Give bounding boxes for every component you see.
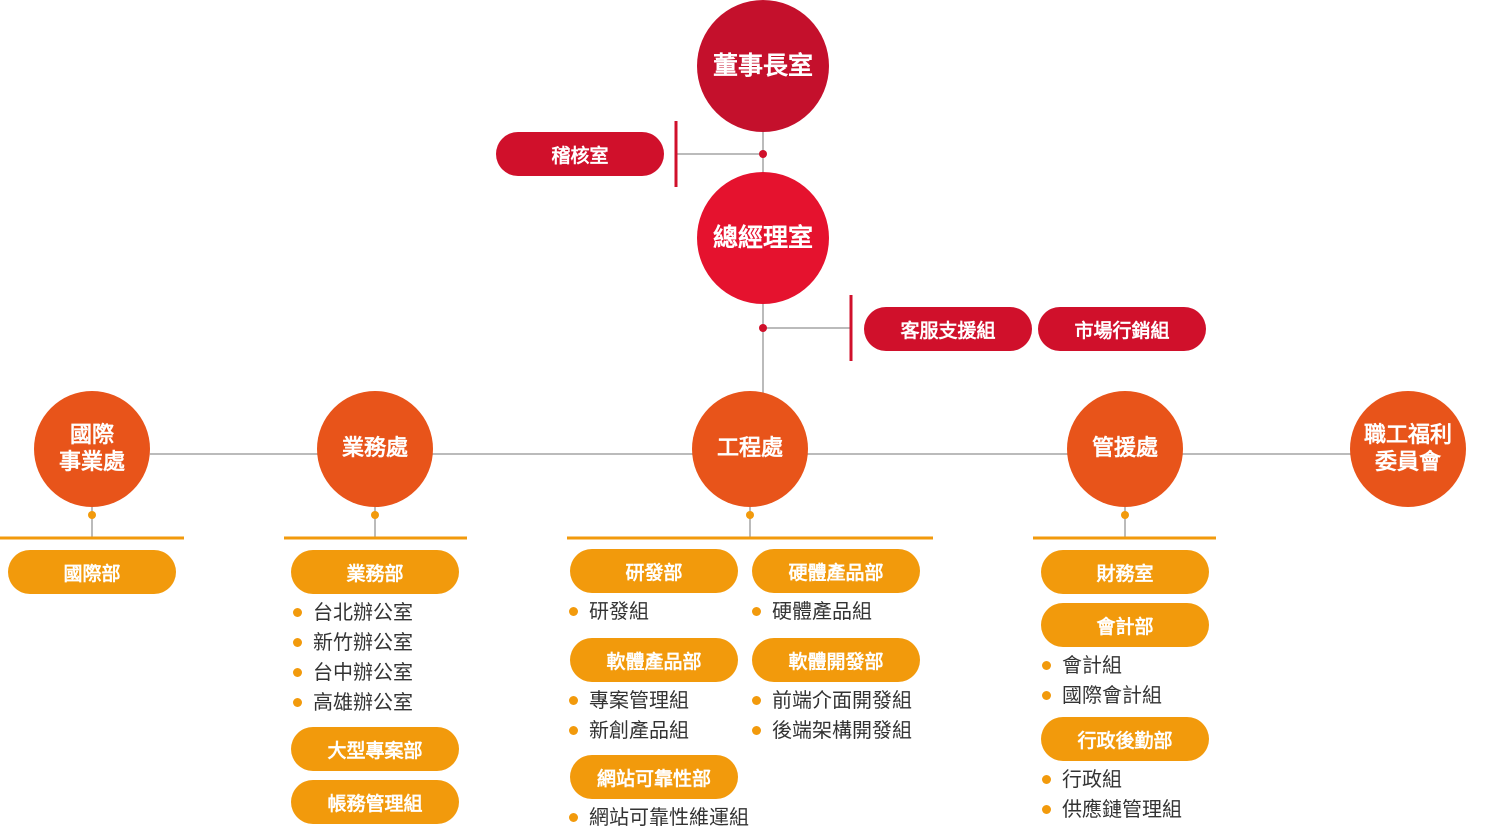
- admin-logistics-dept-node: 行政後勤部: [1041, 717, 1209, 761]
- billing-group-node: 帳務管理組: [291, 780, 459, 824]
- gm-office-label: 總經理室: [712, 223, 813, 253]
- engineering-division-label: 工程處: [716, 436, 783, 462]
- software-dev-dept-label: 軟體開發部: [788, 650, 884, 673]
- gm-office-node: 總經理室: [697, 172, 829, 304]
- sales-dept-label: 業務部: [346, 562, 404, 585]
- marketing-node: 市場行銷組: [1038, 307, 1206, 351]
- rd-dept-list: 研發組: [567, 596, 649, 626]
- large-project-dept-node: 大型專案部: [291, 727, 459, 771]
- billing-group-label: 帳務管理組: [327, 792, 423, 815]
- international-junction-dot: [88, 511, 96, 519]
- list-item: 網站可靠性維運組: [567, 802, 749, 831]
- chairman-office-node: 董事長室: [697, 0, 829, 132]
- software-dev-dept-node: 軟體開發部: [752, 638, 920, 682]
- customer-support-node: 客服支援組: [864, 307, 1032, 351]
- list-item: 台北辦公室: [291, 597, 413, 627]
- audit-junction-dot: [759, 150, 767, 158]
- software-product-dept-list: 專案管理組 新創產品組: [567, 685, 689, 745]
- list-item: 高雄辦公室: [291, 687, 413, 717]
- customer-support-label: 客服支援組: [900, 319, 996, 342]
- international-division-node: 國際 事業處: [34, 391, 150, 507]
- list-item: 研發組: [567, 596, 649, 626]
- software-dev-dept-list: 前端介面開發組 後端架構開發組: [750, 685, 912, 745]
- international-division-label-2: 事業處: [58, 450, 125, 475]
- sre-dept-list: 網站可靠性維運組: [567, 802, 749, 831]
- admin-junction-dot: [1121, 511, 1129, 519]
- list-item: 台中辦公室: [291, 657, 413, 687]
- accounting-dept-list: 會計組 國際會計組: [1040, 650, 1162, 710]
- international-dept-label: 國際部: [63, 562, 121, 585]
- accounting-dept-label: 會計部: [1096, 615, 1154, 638]
- list-item: 會計組: [1040, 650, 1162, 680]
- list-item: 國際會計組: [1040, 680, 1162, 710]
- business-division-node: 業務處: [317, 391, 433, 507]
- software-product-dept-label: 軟體產品部: [606, 650, 702, 673]
- finance-office-label: 財務室: [1096, 562, 1154, 585]
- sales-dept-node: 業務部: [291, 550, 459, 594]
- accounting-dept-node: 會計部: [1041, 603, 1209, 647]
- marketing-label: 市場行銷組: [1074, 319, 1170, 342]
- business-junction-dot: [371, 511, 379, 519]
- support-junction-dot: [759, 324, 767, 332]
- admin-division-node: 管援處: [1067, 391, 1183, 507]
- chairman-office-label: 董事長室: [712, 51, 813, 81]
- sre-dept-label: 網站可靠性部: [596, 767, 711, 790]
- software-product-dept-node: 軟體產品部: [570, 638, 738, 682]
- sales-dept-list: 台北辦公室 新竹辦公室 台中辦公室 高雄辦公室: [291, 597, 413, 717]
- hardware-product-dept-node: 硬體產品部: [752, 549, 920, 593]
- hardware-product-dept-label: 硬體產品部: [788, 561, 884, 584]
- welfare-committee-label-1: 職工福利: [1363, 422, 1452, 448]
- welfare-committee-label-2: 委員會: [1374, 450, 1441, 475]
- international-dept-node: 國際部: [8, 550, 176, 594]
- admin-logistics-dept-label: 行政後勤部: [1077, 729, 1173, 752]
- list-item: 硬體產品組: [750, 596, 872, 626]
- list-item: 新創產品組: [567, 715, 689, 745]
- audit-office-node: 稽核室: [496, 132, 664, 176]
- welfare-committee-node: 職工福利 委員會: [1350, 391, 1466, 507]
- audit-office-label: 稽核室: [551, 144, 609, 167]
- list-item: 供應鏈管理組: [1040, 794, 1182, 824]
- business-division-label: 業務處: [341, 436, 408, 462]
- list-item: 新竹辦公室: [291, 627, 413, 657]
- hardware-product-dept-list: 硬體產品組: [750, 596, 872, 626]
- rd-dept-label: 研發部: [625, 561, 683, 584]
- engineering-junction-dot: [746, 511, 754, 519]
- list-item: 行政組: [1040, 764, 1182, 794]
- finance-office-node: 財務室: [1041, 550, 1209, 594]
- list-item: 前端介面開發組: [750, 685, 912, 715]
- admin-division-label: 管援處: [1091, 436, 1158, 462]
- large-project-dept-label: 大型專案部: [327, 739, 423, 762]
- list-item: 專案管理組: [567, 685, 689, 715]
- sre-dept-node: 網站可靠性部: [570, 755, 738, 799]
- admin-logistics-dept-list: 行政組 供應鏈管理組: [1040, 764, 1182, 824]
- international-division-label-1: 國際: [69, 422, 114, 448]
- engineering-division-node: 工程處: [692, 391, 808, 507]
- rd-dept-node: 研發部: [570, 549, 738, 593]
- list-item: 後端架構開發組: [750, 715, 912, 745]
